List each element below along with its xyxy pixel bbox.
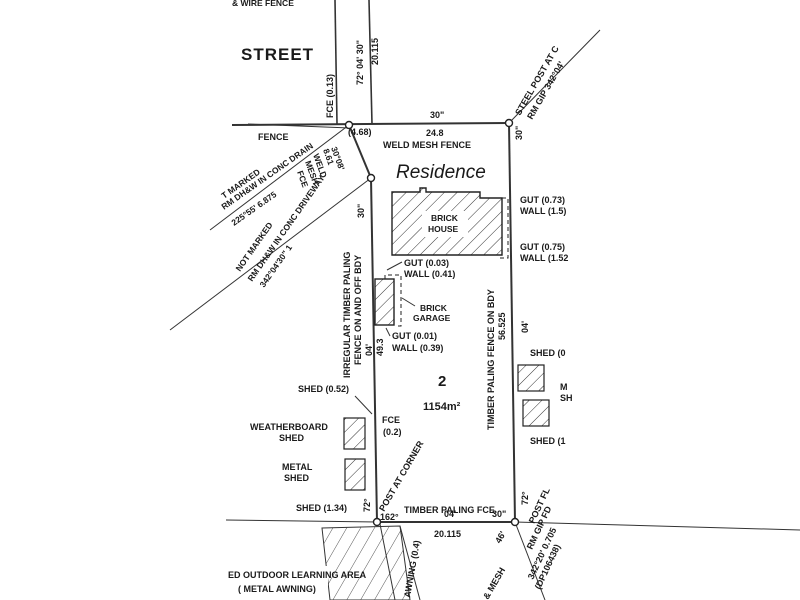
garage-wall-2: WALL (0.39) [392, 343, 443, 353]
top-edge-angle: 30" [430, 110, 444, 120]
lot-area: 1154m² [423, 401, 461, 413]
garage-wall-1: WALL (0.41) [404, 269, 455, 279]
garage-gut-1: GUT (0.03) [404, 258, 449, 268]
shed-right-b: M [560, 382, 568, 392]
outdoor-label-1: ED OUTDOOR LEARNING AREA [228, 570, 367, 580]
garage-label-2: GARAGE [413, 313, 451, 323]
mark-left [366, 173, 376, 183]
left-edge-distance: 49.3 [375, 338, 385, 356]
residence-handwritten: Residence [396, 162, 486, 183]
not-marked-2b: RM DH&W IN CONC DRIVEWAY [245, 173, 326, 283]
shed-left-fce: FCE [382, 415, 400, 425]
right-edge-bearing: 04' [520, 321, 530, 333]
house-label-1: BRICK [431, 213, 459, 223]
house-label-2: HOUSE [428, 224, 459, 234]
garage-gut-2: GUT (0.01) [392, 331, 437, 341]
left-edge-bearing: 04' [364, 344, 374, 356]
left-angle: 30" [356, 204, 366, 218]
shed-left-fce-val: (0.2) [383, 427, 402, 437]
shed-right-d: SHED (1 [530, 436, 566, 446]
top-edge-fence: WELD MESH FENCE [383, 140, 471, 150]
brick-house [391, 187, 509, 259]
house-wall-2: WALL (1.52 [520, 253, 568, 263]
top-edge-distance: 24.8 [426, 128, 444, 138]
outdoor-label-2: ( METAL AWNING) [238, 584, 316, 594]
bottom-fence: TIMBER PALING FCE [404, 505, 495, 515]
lot-boundary [169, 29, 800, 600]
shed-left-1: SHED (0.52) [298, 384, 349, 394]
street-bearing: 72° 04' 30" [355, 40, 365, 85]
post-at-corner: POST AT CORNER [377, 439, 426, 513]
top-edge-fence-left: FENCE [258, 132, 289, 142]
post-right-angle: 46' [493, 529, 508, 545]
bottom-angle-left: 162° [380, 512, 399, 522]
house-gut-1: GUT (0.73) [520, 195, 565, 205]
top-right-angle: 30" [514, 126, 524, 140]
mark-top-right [504, 118, 514, 128]
bottom-min: 04' [444, 509, 456, 519]
sheds-left [343, 417, 366, 491]
top-edge-offset: (4.68) [348, 127, 372, 137]
street-label: STREET [241, 45, 314, 64]
mark-bottom-right [510, 517, 520, 527]
survey-marks [344, 118, 520, 527]
brick-garage [374, 274, 402, 327]
lot-number: 2 [438, 373, 446, 390]
bottom-distance: 20.115 [434, 529, 461, 539]
house-wall-1: WALL (1.5) [520, 206, 566, 216]
right-fence: TIMBER PALING FENCE ON BDY [486, 289, 496, 430]
bottom-right-angle: 72° [520, 491, 530, 505]
weatherboard-1: WEATHERBOARD [250, 422, 328, 432]
shed-left-2: SHED (1.34) [296, 503, 347, 513]
shed-right-c: SH [560, 393, 573, 403]
metal-shed-1: METAL [282, 462, 313, 472]
sheds-right [517, 364, 550, 427]
top-fragment-label: & WIRE FENCE [232, 0, 294, 8]
bottom-sec: 30" [492, 509, 506, 519]
mark-top-left [344, 120, 354, 130]
shed-right-a: SHED (0 [530, 348, 566, 358]
weatherboard-2: SHED [279, 433, 305, 443]
street-reserve [334, 0, 373, 125]
fce-label: FCE (0.13) [325, 74, 335, 118]
street-distance: 20.115 [370, 38, 380, 65]
garage-label-1: BRICK [420, 303, 448, 313]
left-fence-2: FENCE ON AND OFF BDY [353, 255, 363, 365]
bottom-left-angle: 72° [362, 498, 372, 512]
mesh-label: & MESH [481, 566, 507, 600]
left-fence-1: IRREGULAR TIMBER PALING [342, 252, 352, 378]
mark-bottom-left [372, 517, 382, 527]
house-gut-2: GUT (0.75) [520, 242, 565, 252]
outdoor-awning [321, 523, 421, 600]
right-edge-distance: 56.525 [497, 312, 507, 340]
metal-shed-2: SHED [284, 473, 310, 483]
